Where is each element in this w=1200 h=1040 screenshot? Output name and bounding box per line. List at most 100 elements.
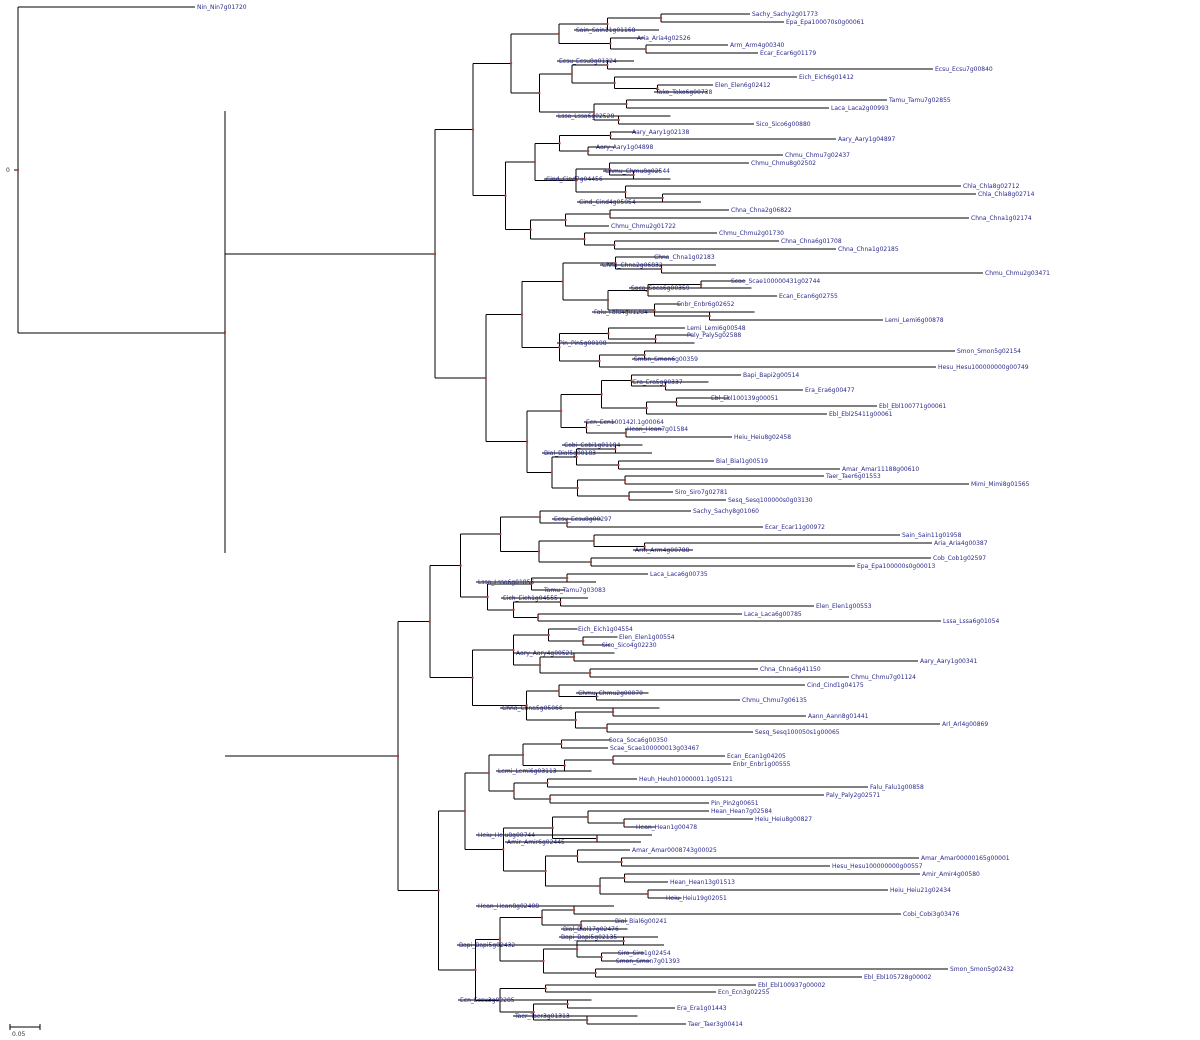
node-marker — [544, 870, 547, 872]
tip-label: Bial_Bial17g02476 — [563, 926, 619, 933]
tip-label: Ecn_Ecn100142l.1g00064 — [586, 419, 664, 426]
tip-label: Chna_Chna1g02174 — [971, 215, 1032, 222]
node-marker — [614, 262, 617, 264]
node-marker — [570, 72, 573, 75]
node-marker — [622, 822, 625, 824]
node-marker — [606, 23, 609, 25]
tip-label: Taer_Taer6g01553 — [825, 473, 881, 480]
tip-label: Eich_Eich6g01412 — [799, 74, 854, 81]
tip-label: Epa_Epa100000s0g00013 — [857, 563, 935, 570]
node-marker — [525, 704, 528, 707]
tip-label: Taer_Taer3g01313 — [514, 1013, 570, 1020]
tip-label: Heiu_Heiu19g02051 — [666, 895, 727, 902]
tip-label: Sico_Sico4g02230 — [602, 642, 657, 649]
node-marker — [561, 280, 564, 283]
tip-label: Lssa_Lssa6g01856 — [478, 579, 534, 586]
tip-label: Scae_Scae100000013g03467 — [610, 745, 699, 752]
node-marker — [595, 837, 598, 840]
node-marker — [533, 160, 536, 163]
tip-label: Paly_Paly5g02588 — [687, 332, 741, 339]
node-marker — [530, 583, 533, 585]
node-marker — [646, 893, 649, 895]
node-marker — [645, 407, 648, 409]
node-marker — [529, 228, 532, 231]
tip-label: Chna_Chna1g02185 — [838, 246, 899, 253]
tip-label: Sain_Sain11g01958 — [902, 532, 962, 539]
node-marker — [463, 810, 466, 813]
tip-label: Aary_Aary4g00521 — [516, 650, 573, 657]
node-marker — [632, 174, 635, 176]
tip-label: Chmu_Chmu8g02502 — [751, 160, 816, 167]
tip-label: Laca_Laca6g00735 — [650, 571, 708, 578]
tip-label: Cob_Cob1g02597 — [933, 555, 986, 562]
tip-label: Sico_Sico6g00880 — [756, 121, 811, 128]
node-marker — [538, 91, 541, 94]
tip-label: Tamu_Tamu7g03083 — [543, 587, 606, 594]
tip-label: Heiu_Heiu8g00744 — [478, 832, 535, 839]
node-marker — [607, 332, 610, 335]
tip-label: Siro_Siro7g02781 — [675, 489, 728, 496]
scale-label: 0.05 — [12, 1031, 26, 1038]
node-marker — [224, 331, 226, 333]
node-marker — [585, 426, 588, 429]
node-marker — [598, 885, 601, 887]
tip-label: Ecsu_Ecsu8g00297 — [554, 516, 612, 523]
tip-label: Heiu_Heiu8g02458 — [734, 434, 791, 441]
node-marker — [608, 168, 611, 170]
node-marker — [612, 759, 615, 761]
node-marker — [646, 289, 649, 292]
node-marker — [526, 440, 529, 443]
node-marker — [499, 533, 502, 536]
tip-label: Heiu_Heiu21g02434 — [890, 887, 951, 894]
tip-label: Ecar_Ecar11g00972 — [765, 524, 825, 531]
tip-label: Ebl_Ebl100937g00002 — [758, 982, 826, 989]
tip-label: Sesq_Sesq100050s1g00065 — [755, 729, 840, 736]
tip-label: Ebl_Ebl100139g00051 — [711, 395, 779, 402]
node-marker — [613, 81, 616, 84]
node-marker — [654, 338, 657, 340]
node-marker — [592, 111, 595, 113]
node-marker — [624, 479, 627, 481]
tip-label: Ecan_Ecan1g04205 — [727, 753, 786, 760]
node-marker — [614, 448, 617, 450]
node-marker — [653, 309, 656, 311]
node-marker — [520, 313, 523, 316]
node-marker — [532, 1011, 535, 1013]
tip-label: Heuh_Heuh01000001.1g05121 — [639, 776, 733, 783]
node-marker — [486, 595, 489, 598]
node-marker — [512, 608, 515, 611]
node-marker — [538, 516, 541, 518]
node-marker — [608, 213, 611, 215]
node-marker — [600, 393, 603, 396]
tip-label: Tamu_Tamu7g02855 — [888, 97, 951, 104]
node-marker — [544, 987, 547, 990]
node-marker — [660, 268, 663, 270]
node-marker — [643, 545, 646, 548]
node-marker — [566, 577, 569, 579]
tip-label: Hesu_Hesu100000000g00557 — [832, 863, 923, 870]
tip-label: Sachy_Sachy8g01060 — [693, 508, 759, 515]
node-marker — [625, 103, 628, 105]
node-marker — [550, 471, 553, 474]
tip-label: Cind_Cind4g05054 — [579, 199, 636, 206]
node-marker — [397, 755, 399, 758]
node-marker — [510, 62, 513, 65]
node-marker — [566, 1003, 569, 1005]
node-marker — [574, 719, 577, 721]
node-marker — [512, 790, 515, 792]
tip-label: Ecsu_Ecsu8g01324 — [559, 58, 617, 65]
node-marker — [586, 1019, 589, 1021]
tip-label: Smon_Smon7g01393 — [616, 958, 680, 965]
tip-label: Chna_Chna1g02183 — [654, 254, 715, 261]
tip-label: Sachy_Sachy2g01773 — [752, 11, 818, 18]
tip-label: Ebl_Ebl100771g00061 — [879, 403, 947, 410]
tip-label: Laca_Laca2g00993 — [831, 105, 889, 112]
tip-label: Falu_Falu1g00858 — [870, 784, 924, 791]
node-marker — [605, 727, 608, 729]
support-values — [17, 17, 711, 1021]
tip-label: Nin_Nin7g01720 — [197, 4, 247, 11]
node-marker — [504, 194, 507, 197]
node-marker — [630, 379, 633, 382]
node-marker — [474, 968, 477, 971]
tip-label: Cind_Cind7g04456 — [546, 176, 603, 183]
